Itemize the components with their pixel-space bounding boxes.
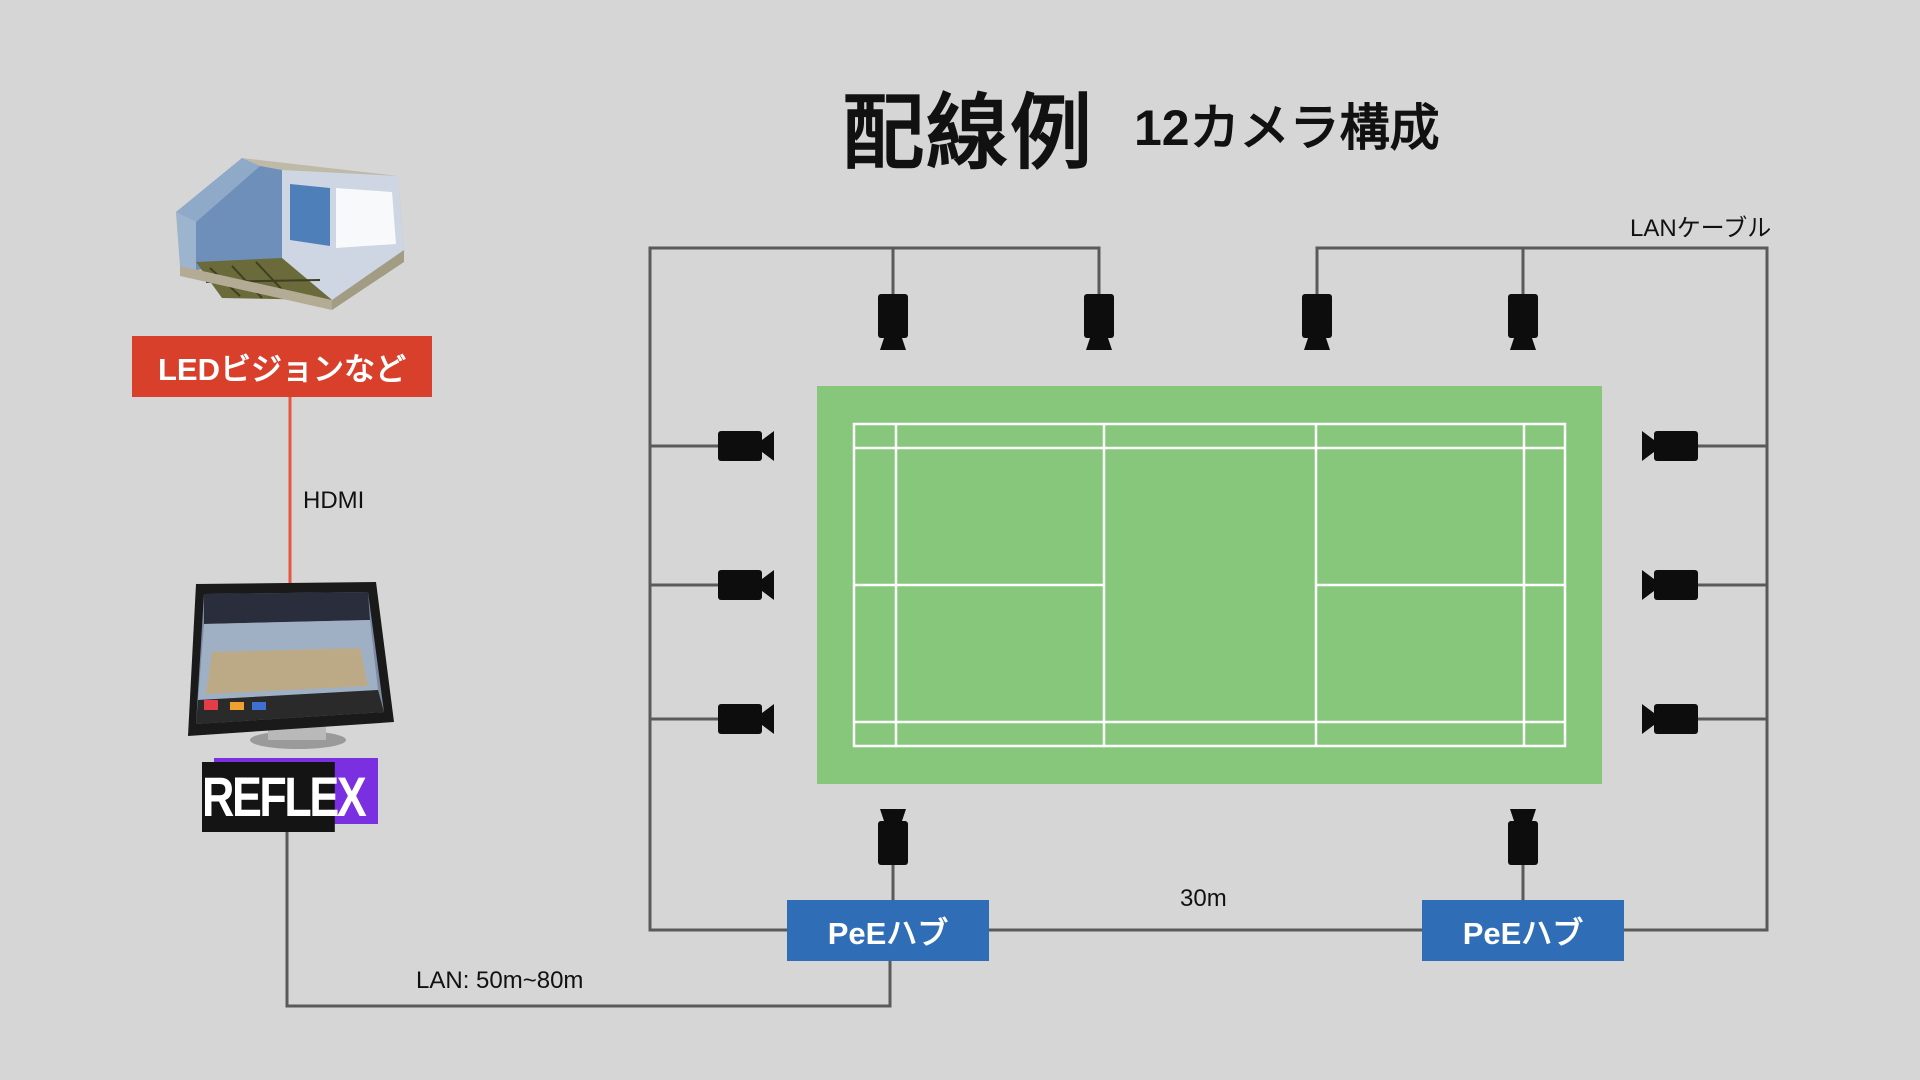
poe-hub-left: PeEハブ: [787, 900, 989, 961]
lan-cable-left-loop: [648, 246, 1101, 932]
led-vision-box: LEDビジョンなど: [132, 336, 432, 397]
lan-cable-right-loop: [1315, 246, 1769, 932]
court-lines: [852, 422, 1567, 748]
page-title: 配線例: [842, 88, 1095, 179]
video-camera-icon: [1642, 431, 1698, 461]
video-camera-icon: [718, 431, 774, 461]
led-scoreboard-icon: [176, 158, 404, 310]
lan-cable-to-reflex: [285, 832, 892, 1008]
video-camera-icon: [718, 704, 774, 734]
badminton-court: [817, 386, 1602, 784]
poe-hub-right: PeEハブ: [1422, 900, 1624, 961]
video-camera-icon: [878, 809, 908, 865]
page-subtitle: 12カメラ構成: [1134, 100, 1440, 156]
video-camera-icon: [878, 294, 908, 350]
video-camera-icon: [1642, 570, 1698, 600]
hdmi-label: HDMI: [303, 487, 365, 514]
hub-distance-label: 30m: [1180, 885, 1227, 912]
video-camera-icon: [1508, 294, 1538, 350]
lan-length-label: LAN: 50m~80m: [416, 967, 584, 994]
reflex-logo-text: REFLEX: [202, 762, 367, 832]
tablet-kiosk-icon: [188, 582, 394, 749]
lan-cable-label: LANケーブル: [1630, 215, 1772, 242]
video-camera-icon: [1302, 294, 1332, 350]
lan-cables: [285, 246, 1769, 1008]
video-camera-icon: [1642, 704, 1698, 734]
video-camera-icon: [1508, 809, 1538, 865]
video-camera-icon: [1084, 294, 1114, 350]
reflex-logo: REFLEX: [202, 758, 378, 832]
video-camera-icon: [718, 570, 774, 600]
